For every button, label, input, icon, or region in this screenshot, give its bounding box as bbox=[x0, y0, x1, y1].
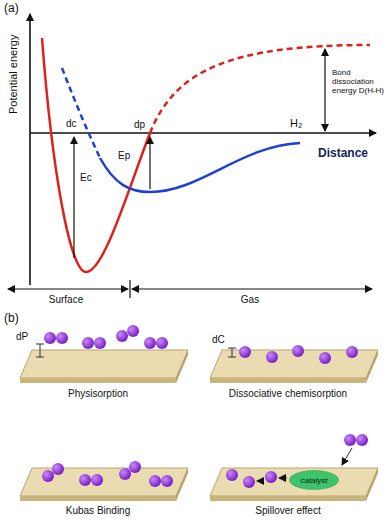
distance-label: dp bbox=[134, 119, 145, 131]
catalyst-ellipse: catalyst bbox=[289, 470, 339, 490]
hydrogen-atom bbox=[82, 337, 94, 349]
divider bbox=[129, 280, 130, 298]
hydrogen-atom bbox=[265, 471, 277, 483]
energy-arrow bbox=[149, 137, 150, 189]
hydrogen-atom bbox=[243, 476, 255, 488]
distance-label: dP bbox=[16, 331, 28, 343]
range-arrow bbox=[8, 288, 128, 289]
hydrogen-atom bbox=[161, 475, 173, 487]
distance-mark bbox=[232, 348, 233, 357]
blue-curve bbox=[100, 143, 300, 192]
hydrogen-atom bbox=[239, 346, 251, 358]
hydrogen-atom bbox=[129, 461, 141, 473]
hydrogen-atom bbox=[91, 474, 103, 486]
x-axis bbox=[30, 132, 376, 134]
hydrogen-atom bbox=[116, 330, 128, 342]
surface-slab bbox=[20, 350, 188, 378]
hydrogen-atom bbox=[52, 463, 64, 475]
hydrogen-atom bbox=[127, 325, 139, 337]
energy-arrow bbox=[324, 49, 325, 131]
surface-slab bbox=[20, 378, 176, 383]
distance-label: dc bbox=[66, 118, 77, 130]
ellipse-shape bbox=[290, 471, 339, 490]
surface-slab bbox=[366, 468, 378, 501]
energy-arrow bbox=[73, 137, 74, 258]
panel-caption: Spillover effect bbox=[255, 505, 320, 517]
hydrogen-atom bbox=[344, 434, 356, 446]
surface-slab bbox=[366, 350, 378, 383]
panel-caption: Physisorption bbox=[68, 388, 128, 400]
molecule-label: H₂ bbox=[290, 117, 302, 130]
hydrogen-atom bbox=[144, 337, 156, 349]
distance-mark bbox=[228, 348, 236, 349]
range-arrow bbox=[132, 288, 372, 289]
region-label: Gas bbox=[241, 294, 259, 306]
motion-arrow bbox=[342, 448, 352, 465]
surface-slab bbox=[210, 468, 378, 496]
hydrogen-atom bbox=[292, 345, 304, 357]
distance-label: dC bbox=[212, 334, 225, 346]
hydrogen-atom bbox=[266, 351, 278, 363]
surface-slab bbox=[210, 496, 366, 501]
y-axis bbox=[29, 14, 31, 285]
surface-slab bbox=[20, 496, 176, 501]
hydrogen-atom bbox=[356, 434, 368, 446]
hydrogen-atom bbox=[149, 475, 161, 487]
energy-label: Bond dissociation energy D(H-H) bbox=[332, 68, 388, 96]
surface-slab bbox=[176, 468, 188, 501]
hydrogen-atom bbox=[346, 346, 358, 358]
hydrogen-atom bbox=[42, 470, 54, 482]
panel-letter: (a) bbox=[4, 2, 19, 16]
distance-mark bbox=[36, 357, 44, 358]
energy-label: Ec bbox=[80, 172, 92, 184]
surface-slab bbox=[20, 468, 188, 496]
distance-mark bbox=[36, 344, 44, 345]
hydrogen-atom bbox=[44, 332, 56, 344]
hydrogen-atom bbox=[79, 474, 91, 486]
energy-label: Ep bbox=[118, 150, 130, 162]
panel-caption: Kubas Binding bbox=[66, 505, 131, 517]
motion-arrow bbox=[257, 481, 263, 482]
hydrogen-atom bbox=[56, 332, 68, 344]
distance-mark bbox=[40, 344, 41, 357]
axis-title: Distance bbox=[318, 147, 368, 161]
motion-arrow bbox=[279, 478, 287, 479]
red-curve bbox=[42, 38, 150, 272]
hydrogen-atom bbox=[319, 352, 331, 364]
hydrogen-atom bbox=[119, 468, 131, 480]
panel-letter: (b) bbox=[4, 312, 19, 326]
hydrogen-atom bbox=[156, 337, 168, 349]
distance-mark bbox=[228, 357, 236, 358]
surface-slab bbox=[210, 378, 366, 383]
surface-slab bbox=[176, 350, 188, 383]
blue-dashed-curve bbox=[62, 68, 100, 158]
panel-caption: Dissociative chemisorption bbox=[229, 388, 347, 400]
hydrogen-atom bbox=[226, 469, 238, 481]
axis-title: Potential energy bbox=[8, 34, 21, 114]
catalyst-label: catalyst bbox=[300, 476, 327, 485]
hydrogen-atom bbox=[94, 337, 106, 349]
region-label: Surface bbox=[49, 294, 83, 306]
